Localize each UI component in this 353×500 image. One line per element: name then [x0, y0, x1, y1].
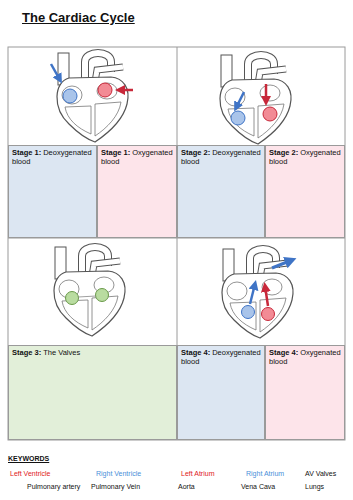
keyword: Pulmonary Vein	[91, 483, 140, 491]
keyword: AV Valves	[305, 470, 336, 478]
keyword: Vena Cava	[241, 483, 275, 491]
label-box: Stage 3:The Valves	[8, 345, 177, 440]
stage-heading: Stage 2:	[181, 148, 210, 157]
keyword: Pulmonary artery	[27, 483, 80, 491]
keyword: Lungs	[305, 483, 324, 491]
keyword: Aorta	[178, 483, 195, 491]
stage-heading: Stage 2:	[269, 148, 298, 157]
worksheet-title: The Cardiac Cycle	[22, 10, 135, 25]
keyword: Right Atrium	[246, 470, 284, 478]
stage-text: The Valves	[43, 348, 80, 357]
label-box: Stage 1:Deoxygenated blood	[8, 145, 97, 238]
label-box: Stage 4:Deoxygenated blood	[177, 345, 265, 440]
label-box: Stage 2:Deoxygenated blood	[177, 145, 265, 238]
label-box: Stage 4:Oxygenated blood	[265, 345, 345, 440]
stage-heading: Stage 4:	[269, 348, 298, 357]
stage-heading: Stage 1:	[101, 148, 130, 157]
label-box: Stage 2:Oxygenated blood	[265, 145, 345, 238]
label-box: Stage 1:Oxygenated blood	[97, 145, 177, 238]
keyword: Left Atrium	[181, 470, 214, 478]
keywords-heading: KEYWORDS	[8, 455, 49, 463]
keyword: Left Ventricle	[10, 470, 50, 478]
stage-heading: Stage 4:	[181, 348, 210, 357]
keyword: Right Ventricle	[96, 470, 141, 478]
stage-heading: Stage 3:	[12, 348, 41, 357]
stage-heading: Stage 1:	[12, 148, 41, 157]
